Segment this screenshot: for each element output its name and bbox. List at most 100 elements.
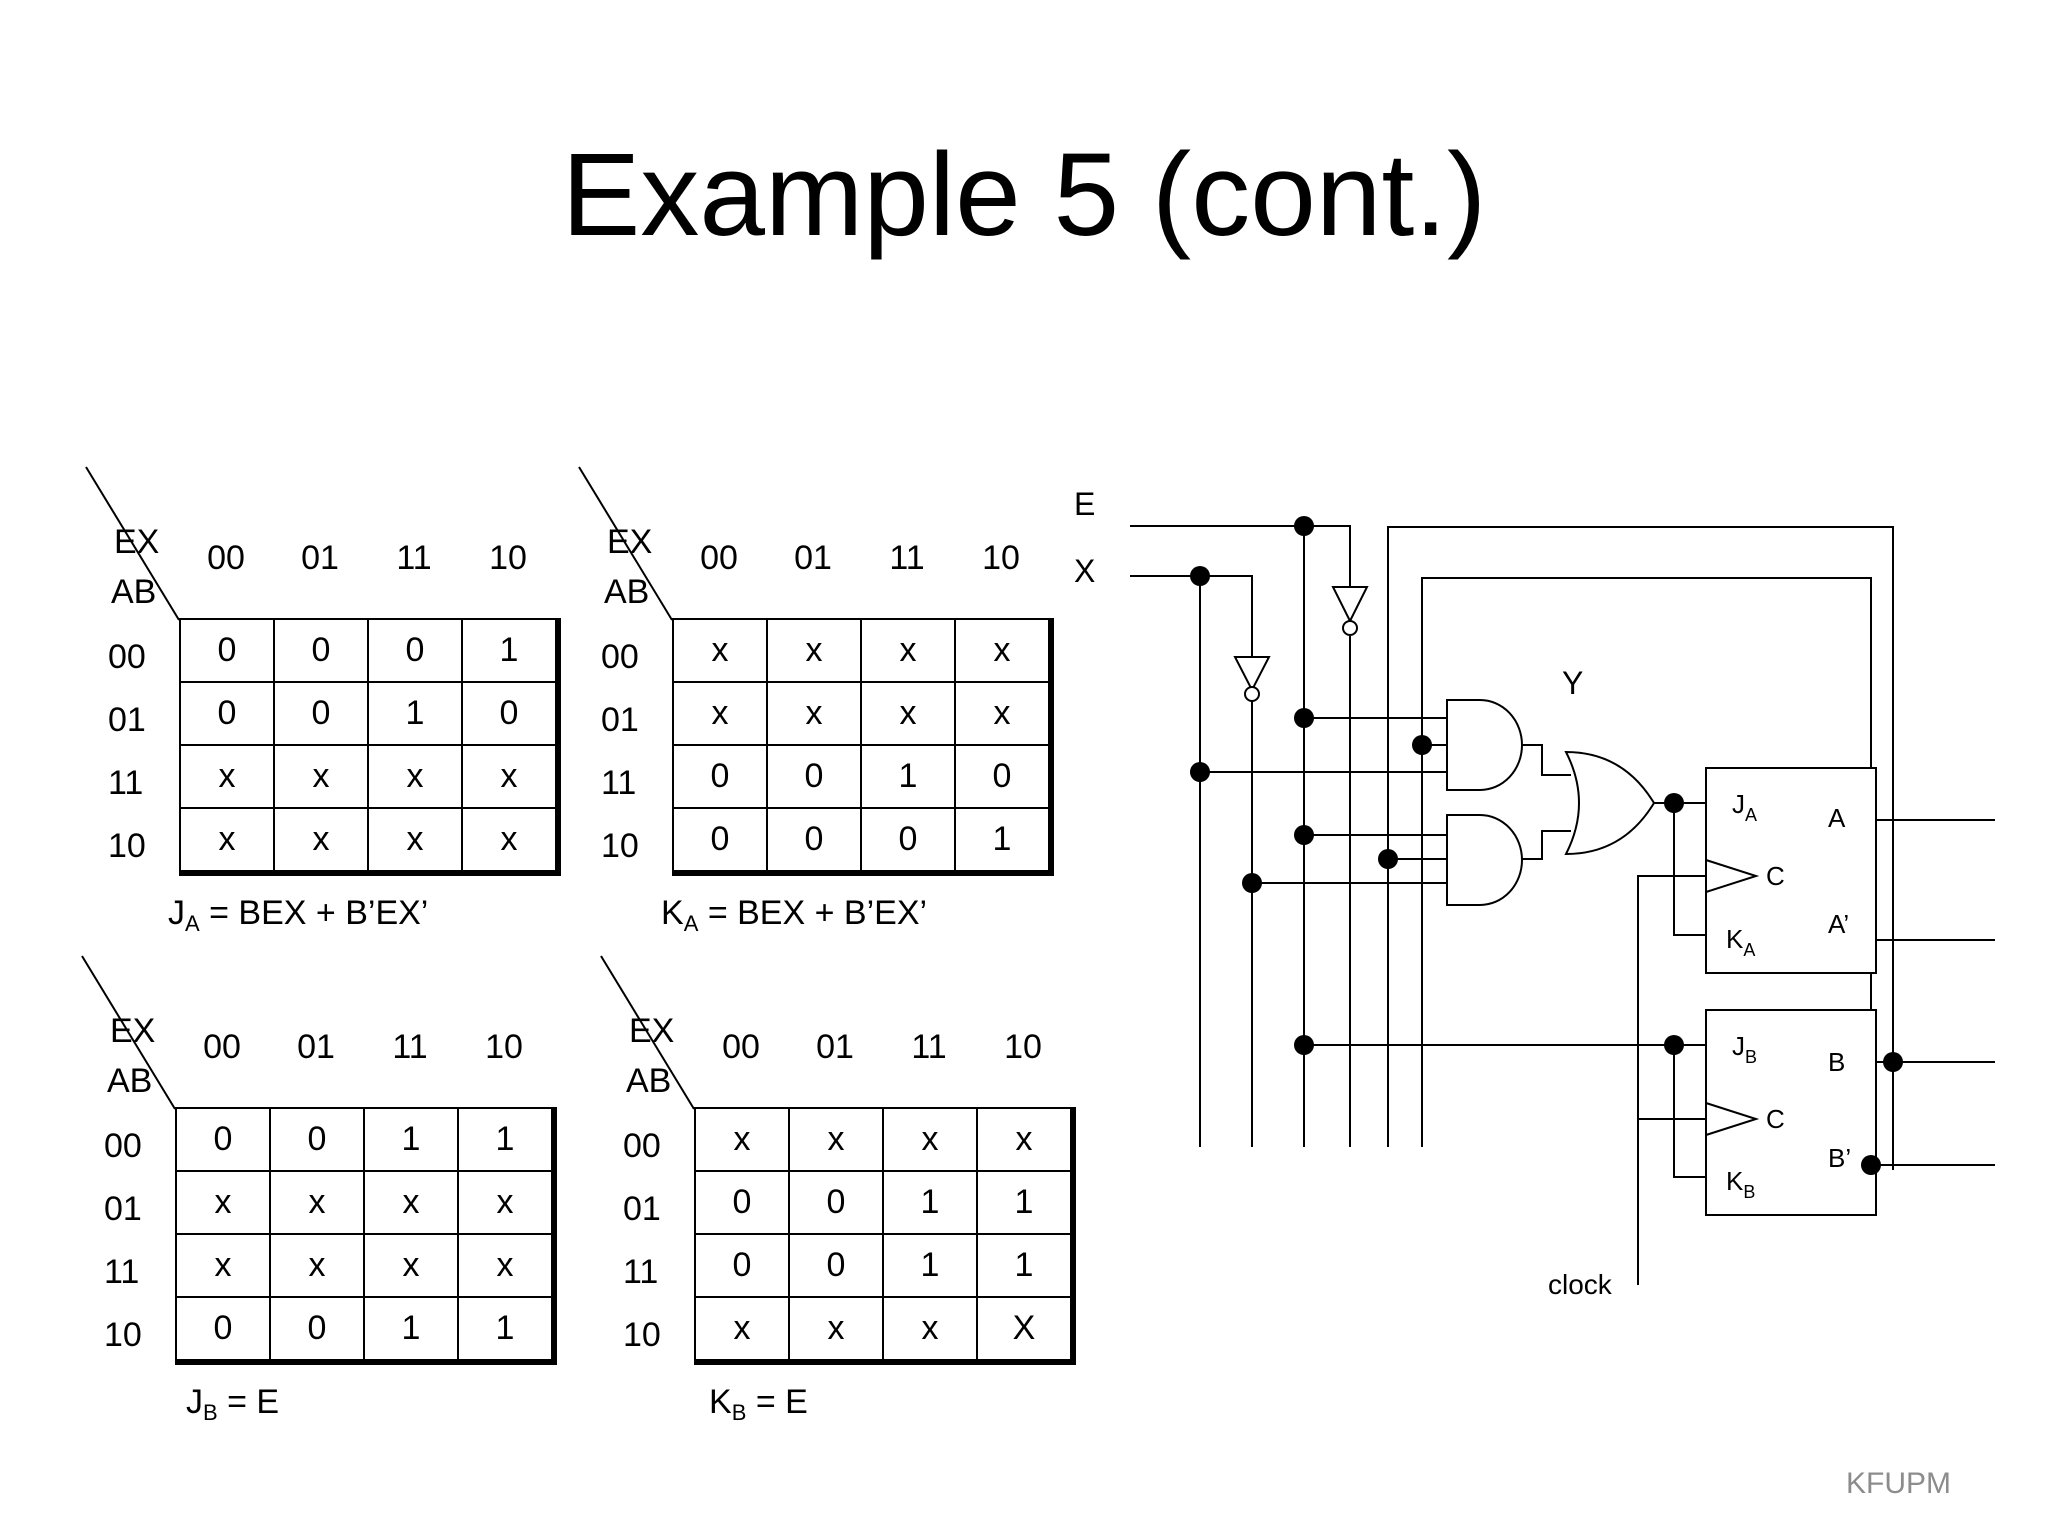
kmap-row-header: 10 <box>108 827 146 865</box>
kmap-equation: KA = BEX + B’EX’ <box>661 894 927 937</box>
kmap-cell: 1 <box>367 681 463 746</box>
kmap-row-header: 01 <box>601 701 639 739</box>
kmap-cell: 0 <box>672 807 768 874</box>
kmap-cell: x <box>363 1170 459 1235</box>
kmap-cell: x <box>175 1233 271 1298</box>
ff-b-j-sub: B <box>1745 1047 1757 1067</box>
kmap-row-header: 01 <box>104 1190 142 1228</box>
kmap-cell: x <box>788 1107 884 1172</box>
eq-main: J <box>186 1383 203 1421</box>
kmap-cell: x <box>976 1107 1074 1172</box>
kmap-var-top: EX <box>607 523 653 561</box>
kmap-cell: 0 <box>273 618 369 683</box>
kmap-cell: x <box>788 1296 884 1363</box>
clock-triangle-b <box>1705 1102 1760 1136</box>
junctions <box>1190 516 1903 1175</box>
kmap-cell: 1 <box>954 807 1052 874</box>
kmap-cell: 0 <box>860 807 956 874</box>
ff-b-qn-label: B’ <box>1828 1143 1851 1173</box>
kmap-diagonal <box>81 955 176 1110</box>
kmap-var-left: AB <box>107 1062 153 1100</box>
kmap-row-header: 00 <box>623 1127 661 1165</box>
kmap-cell: x <box>766 618 862 683</box>
kmap-row-header: 10 <box>623 1316 661 1354</box>
kmap-jb: EX AB 00 01 11 10 00 01 11 10 0 0 1 1 x … <box>78 955 638 1426</box>
or-output-label: Y <box>1562 665 1583 701</box>
eq-rest: = E <box>746 1383 808 1421</box>
kmap-row: x x x x <box>672 618 1052 683</box>
kmap-var-top: EX <box>629 1012 675 1050</box>
kmap-cell: 0 <box>273 681 369 746</box>
inverter-x <box>1233 656 1271 702</box>
kmap-cell: x <box>457 1233 555 1298</box>
kmap-cell: 1 <box>976 1233 1074 1298</box>
kmap-row: x x x x <box>175 1233 555 1298</box>
kmap-cell: 0 <box>179 618 275 683</box>
circuit-diagram: E X Y clock JA KA C A A’ JB KB C B B’ <box>1074 486 1995 1300</box>
kmap-row: x x x x <box>694 1107 1074 1172</box>
flip-flop-a <box>1705 767 1877 974</box>
kmap-cell: 0 <box>175 1296 271 1363</box>
eq-main: K <box>709 1383 732 1421</box>
kmap-cell: 0 <box>367 618 463 683</box>
kmap-cell: x <box>367 807 463 874</box>
kmap-cell: 1 <box>363 1107 459 1172</box>
kmap-row-header: 01 <box>623 1190 661 1228</box>
kmap-cell: x <box>269 1233 365 1298</box>
ff-b-q-label: B <box>1828 1047 1845 1077</box>
kmap-grid: x x x x x x x x 0 0 1 0 0 0 0 1 <box>672 618 1054 876</box>
kmap-col-header: 11 <box>396 539 432 577</box>
kmap-row-header: 01 <box>108 701 146 739</box>
kmap-var-left: AB <box>604 573 650 611</box>
eq-subscript: B <box>203 1400 218 1425</box>
ff-b-k-sub: B <box>1743 1182 1755 1202</box>
page-title: Example 5 (cont.) <box>561 129 1487 261</box>
kmap-cell: x <box>694 1296 790 1363</box>
or-gate <box>1564 750 1656 856</box>
kmap-cell: x <box>860 681 956 746</box>
kmap-row: 0 0 1 0 <box>179 681 559 746</box>
junction-dot <box>1412 735 1432 755</box>
kmap-cell: x <box>694 1107 790 1172</box>
junction-dot <box>1190 762 1210 782</box>
kmap-col-header: 10 <box>485 1028 523 1066</box>
kmap-cell: x <box>363 1233 459 1298</box>
junction-dot <box>1294 708 1314 728</box>
kmap-cell: x <box>461 807 559 874</box>
kmap-cell: x <box>672 681 768 746</box>
kmap-col-header: 01 <box>794 539 832 577</box>
kmap-cell: x <box>273 744 369 809</box>
ff-a-k-sub: A <box>1743 940 1755 960</box>
kmap-row-header: 10 <box>104 1316 142 1354</box>
kmap-cell: 0 <box>954 744 1052 809</box>
kmap-col-header: 10 <box>1004 1028 1042 1066</box>
kmap-row: x x x x <box>179 807 559 874</box>
kmap-cell: 0 <box>461 681 559 746</box>
ff-b-c-label: C <box>1766 1104 1785 1134</box>
eq-subscript: B <box>731 1400 747 1425</box>
ff-a-qn-label: A’ <box>1828 909 1849 939</box>
kmap-cell: 0 <box>766 807 862 874</box>
junction-dot <box>1294 1035 1314 1055</box>
ff-a-q-label: A <box>1828 803 1846 833</box>
kmap-grid: 0 0 1 1 x x x x x x x x 0 0 1 1 <box>175 1107 557 1365</box>
junction-dot <box>1664 793 1684 813</box>
eq-rest: = E <box>217 1383 280 1421</box>
kmap-col-header: 01 <box>297 1028 335 1066</box>
kmap-diagonal <box>85 466 180 621</box>
kmap-col-header: 10 <box>489 539 527 577</box>
kmap-cell: 1 <box>976 1170 1074 1235</box>
kmap-grid: 0 0 0 1 0 0 1 0 x x x x x x x x <box>179 618 561 876</box>
input-label-e: E <box>1074 486 1095 522</box>
kmap-row-header: 11 <box>623 1253 659 1291</box>
kmap-cell: 1 <box>882 1170 978 1235</box>
kmap-cell: x <box>461 744 559 809</box>
eq-main: K <box>661 894 684 932</box>
eq-rest: = BEX + B’EX’ <box>199 894 429 932</box>
kmap-var-left: AB <box>626 1062 672 1100</box>
kmap-col-header: 00 <box>722 1028 760 1066</box>
kmap-row: x x x x <box>672 681 1052 746</box>
kmap-cell: 1 <box>860 744 956 809</box>
kmap-cell: x <box>860 618 956 683</box>
kmap-row: 0 0 1 1 <box>694 1233 1074 1298</box>
